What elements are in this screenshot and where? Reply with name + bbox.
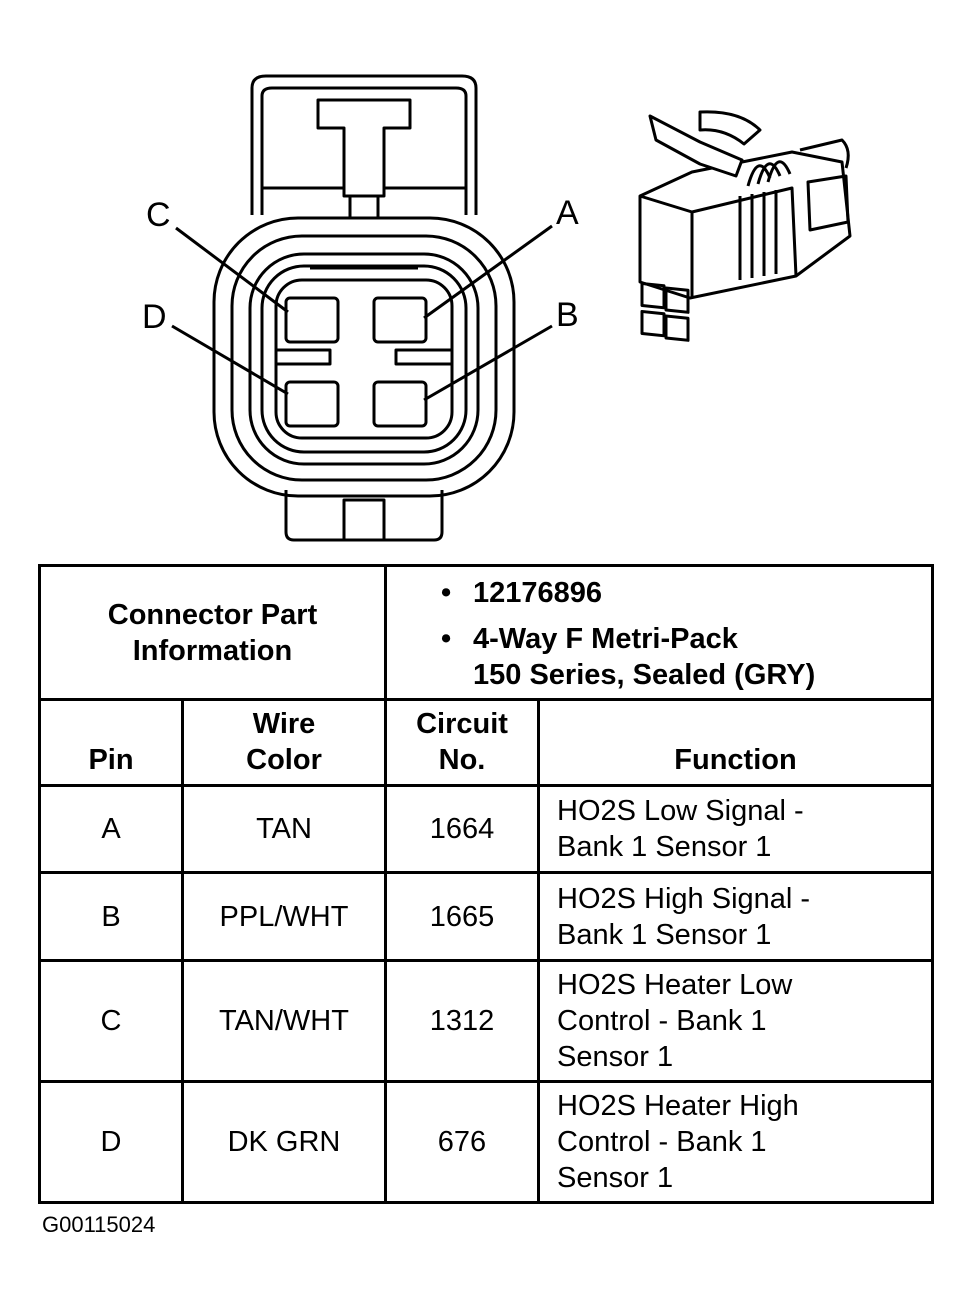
function-line: HO2S High Signal -	[557, 882, 811, 915]
connector-description-line2: 150 Series, Sealed (GRY)	[473, 659, 816, 691]
connector-description-item: • 4-Way F Metri-Pack 150 Series, Sealed …	[441, 621, 815, 693]
connector-description-line1: 4-Way F Metri-Pack	[473, 623, 738, 655]
connector-info-values: • 12176896 • 4-Way F Metri-Pack 150 Seri…	[441, 571, 931, 697]
terminal-cavity-b	[372, 380, 428, 428]
figure-code: G00115024	[42, 1212, 156, 1237]
connector-info-label: Connector Part Information	[41, 583, 384, 683]
function-line: HO2S Low Signal -	[557, 795, 804, 827]
pin-callout-a: A	[556, 194, 579, 232]
bullet-icon: •	[441, 577, 452, 609]
connector-latch	[250, 74, 478, 220]
leader-line-a	[423, 224, 553, 320]
function-line: Bank 1 Sensor 1	[557, 918, 772, 951]
connector-bottom-tab	[284, 490, 444, 542]
table-divider	[41, 959, 931, 962]
table-divider	[41, 1080, 931, 1083]
terminal-cavity-a	[372, 296, 428, 344]
table-row-b-wire-color: PPL/WHT	[219, 900, 349, 933]
table-divider	[384, 567, 387, 701]
connector-pinout-table: Connector Part Information • 12176896 • …	[38, 564, 934, 1204]
table-divider	[41, 871, 931, 874]
connector-diagram: C A D B	[142, 74, 852, 542]
function-line: HO2S Heater High	[557, 1090, 799, 1122]
table-row-d-circuit: 676	[437, 1126, 487, 1158]
function-line: Sensor 1	[557, 1162, 674, 1194]
header-circuit-line2: No.	[438, 744, 486, 776]
header-circuit: Circuit No.	[387, 701, 537, 784]
table-row-d-pin: D	[100, 1126, 122, 1158]
header-pin-label: Pin	[88, 744, 134, 776]
header-wire-color-line1: Wire	[252, 708, 316, 740]
part-number: 12176896	[473, 577, 603, 609]
terminal-cavity-d	[284, 380, 340, 428]
header-circuit-line1: Circuit	[416, 708, 508, 740]
table-row-a-function: HO2S Low Signal - Bank 1 Sensor 1	[557, 787, 931, 871]
table-divider	[41, 698, 931, 701]
header-function-label: Function	[674, 744, 797, 776]
function-line: Sensor 1	[557, 1041, 674, 1073]
table-divider	[384, 701, 387, 1201]
pin-callout-c: C	[146, 196, 171, 234]
leader-line-d	[171, 324, 289, 396]
leader-line-c	[175, 226, 289, 314]
connector-body	[212, 216, 516, 498]
connector-info-label-line1: Connector Part	[107, 599, 318, 631]
header-function: Function	[540, 701, 931, 784]
table-row-b-circuit: 1665	[429, 900, 495, 933]
table-divider	[181, 701, 184, 1201]
table-row-d-function: HO2S Heater High Control - Bank 1 Sensor…	[557, 1083, 931, 1201]
table-row-a-pin: A	[101, 813, 121, 845]
function-line: HO2S Heater Low	[557, 969, 793, 1001]
table-row-b-pin: B	[101, 900, 121, 933]
part-number-item: • 12176896	[441, 575, 815, 611]
table-divider	[537, 701, 540, 1201]
table-row-c-wire-color: TAN/WHT	[219, 1005, 349, 1037]
terminal-cavity-c	[284, 296, 340, 344]
connector-isometric-view	[638, 110, 852, 342]
table-row-c-function: HO2S Heater Low Control - Bank 1 Sensor …	[557, 962, 931, 1080]
leader-line-b	[423, 324, 553, 402]
header-wire-color-line2: Color	[246, 744, 322, 776]
pin-callout-d: D	[142, 298, 167, 336]
header-pin: Pin	[41, 701, 181, 784]
table-row-a-circuit: 1664	[429, 813, 495, 845]
connector-info-label-line2: Information	[132, 635, 293, 667]
header-wire-color: Wire Color	[184, 701, 384, 784]
table-row-b-function: HO2S High Signal - Bank 1 Sensor 1	[557, 874, 931, 959]
table-row-c-pin: C	[100, 1005, 122, 1037]
function-line: Control - Bank 1	[557, 1005, 767, 1037]
table-divider	[41, 784, 931, 787]
table-row-c-circuit: 1312	[429, 1005, 495, 1037]
pin-callout-b: B	[556, 296, 579, 334]
function-line: Control - Bank 1	[557, 1126, 767, 1158]
table-row-d-wire-color: DK GRN	[227, 1126, 341, 1158]
bullet-icon: •	[441, 623, 452, 655]
table-row-a-wire-color: TAN	[256, 813, 312, 845]
function-line: Bank 1 Sensor 1	[557, 831, 772, 863]
